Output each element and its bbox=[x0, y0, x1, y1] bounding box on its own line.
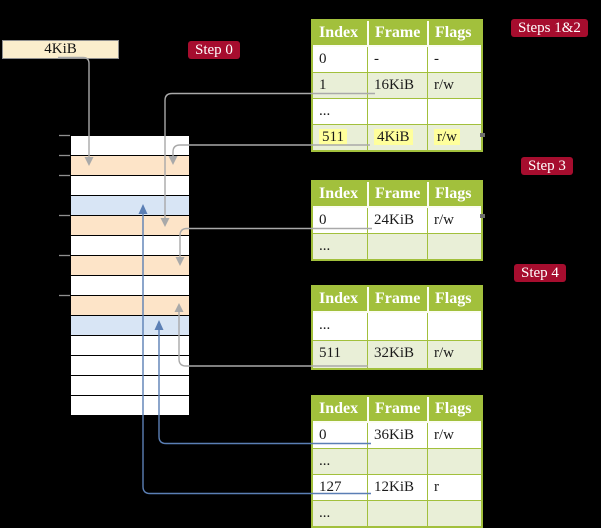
cell-flags: r bbox=[427, 475, 481, 500]
cell-frame: - bbox=[367, 47, 427, 72]
table-row-highlighted: 511 4KiB r/w bbox=[313, 125, 481, 150]
header-flags: Flags bbox=[427, 21, 481, 45]
cell-frame: 16KiB bbox=[367, 73, 427, 98]
cell-flags bbox=[427, 234, 481, 259]
cell-index: ... bbox=[319, 505, 331, 521]
memory-frame-free bbox=[71, 396, 189, 415]
memory-frame-free bbox=[71, 136, 189, 156]
memory-tick-marks bbox=[59, 134, 70, 297]
header-flags: Flags bbox=[427, 182, 481, 206]
table-header-row: Index Frame Flags bbox=[313, 397, 481, 423]
cell-flags bbox=[427, 99, 481, 124]
cell-flags: r/w bbox=[427, 341, 481, 368]
cell-flags: r/w bbox=[427, 208, 481, 233]
highlight: r/w bbox=[434, 129, 460, 145]
table-row: 511 32KiB r/w bbox=[313, 341, 481, 368]
cell-index: 1 bbox=[319, 77, 327, 93]
cell-index: 0 bbox=[319, 51, 327, 67]
cell-frame bbox=[367, 234, 427, 259]
memory-frame-pagetable bbox=[71, 256, 189, 276]
cell-flags bbox=[427, 313, 481, 340]
cell-frame: 12KiB bbox=[367, 475, 427, 500]
table-row: ... bbox=[313, 449, 481, 474]
root-pointer-box: 4KiB bbox=[2, 40, 119, 59]
physical-memory-column bbox=[70, 135, 190, 416]
header-frame: Frame bbox=[367, 21, 427, 45]
highlight: 511 bbox=[319, 129, 347, 145]
cell-index: 511 bbox=[313, 125, 367, 150]
cell-frame: 4KiB bbox=[367, 125, 427, 150]
header-index: Index bbox=[319, 185, 359, 202]
header-frame: Frame bbox=[367, 182, 427, 206]
memory-frame-free bbox=[71, 376, 189, 396]
table-row: ... bbox=[313, 501, 481, 526]
table-row: ... bbox=[313, 313, 481, 340]
step3-label: Step 3 bbox=[521, 157, 573, 175]
cell-index: ... bbox=[319, 453, 331, 469]
memory-frame-pagetable bbox=[71, 216, 189, 236]
cell-index: 511 bbox=[319, 345, 341, 361]
table-row: 0 24KiB r/w bbox=[313, 208, 481, 233]
cell-index: 0 bbox=[319, 427, 327, 443]
header-flags: Flags bbox=[427, 397, 481, 421]
table-row: ... bbox=[313, 234, 481, 259]
cell-frame: 24KiB bbox=[367, 208, 427, 233]
table-header-row: Index Frame Flags bbox=[313, 287, 481, 313]
page-table-leaf: Index Frame Flags 0 36KiB r/w ... 127 12… bbox=[311, 395, 483, 528]
cell-index: ... bbox=[319, 317, 331, 333]
header-index: Index bbox=[319, 290, 359, 307]
cell-index: 0 bbox=[319, 212, 327, 228]
root-pointer-label: 4KiB bbox=[44, 41, 77, 57]
cell-index: 127 bbox=[319, 479, 342, 495]
memory-frame-free bbox=[71, 276, 189, 296]
cell-frame: 36KiB bbox=[367, 423, 427, 448]
header-frame: Frame bbox=[367, 287, 427, 311]
cell-index: ... bbox=[319, 238, 331, 254]
table-header-row: Index Frame Flags bbox=[313, 21, 481, 47]
step0-label: Step 0 bbox=[188, 41, 240, 59]
page-table-16kib: Index Frame Flags 0 24KiB r/w ... bbox=[311, 180, 483, 261]
cell-frame bbox=[367, 99, 427, 124]
page-table-24kib: Index Frame Flags ... 511 32KiB r/w bbox=[311, 285, 483, 370]
cell-flags: r/w bbox=[427, 423, 481, 448]
memory-frame-pagetable bbox=[71, 296, 189, 316]
header-flags: Flags bbox=[427, 287, 481, 311]
table-row: 1 16KiB r/w bbox=[313, 73, 481, 98]
cell-index: ... bbox=[319, 103, 331, 119]
memory-frame-free bbox=[71, 236, 189, 256]
memory-frame-free bbox=[71, 176, 189, 196]
cell-frame bbox=[367, 313, 427, 340]
header-frame: Frame bbox=[367, 397, 427, 421]
cell-frame bbox=[367, 449, 427, 474]
cell-flags bbox=[427, 501, 481, 526]
memory-frame-data bbox=[71, 316, 189, 336]
highlight: 4KiB bbox=[374, 129, 413, 145]
memory-frame-free bbox=[71, 356, 189, 376]
table-row: 0 36KiB r/w bbox=[313, 423, 481, 448]
memory-frame-free bbox=[71, 336, 189, 356]
cell-flags: r/w bbox=[427, 125, 481, 150]
memory-frame-data bbox=[71, 196, 189, 216]
page-table-root: Index Frame Flags 0 - - 1 16KiB r/w ... … bbox=[311, 19, 483, 152]
memory-frame-pagetable bbox=[71, 156, 189, 176]
step4-label: Step 4 bbox=[514, 264, 566, 282]
header-index: Index bbox=[319, 400, 359, 417]
table-row: ... bbox=[313, 99, 481, 124]
header-index: Index bbox=[319, 24, 359, 41]
table-row: 0 - - bbox=[313, 47, 481, 72]
cell-frame bbox=[367, 501, 427, 526]
cell-frame: 32KiB bbox=[367, 341, 427, 368]
cell-flags bbox=[427, 449, 481, 474]
cell-flags: - bbox=[427, 47, 481, 72]
table-row: 127 12KiB r bbox=[313, 475, 481, 500]
cell-flags: r/w bbox=[427, 73, 481, 98]
steps-1-2-label: Steps 1&2 bbox=[511, 19, 588, 37]
table-header-row: Index Frame Flags bbox=[313, 182, 481, 208]
